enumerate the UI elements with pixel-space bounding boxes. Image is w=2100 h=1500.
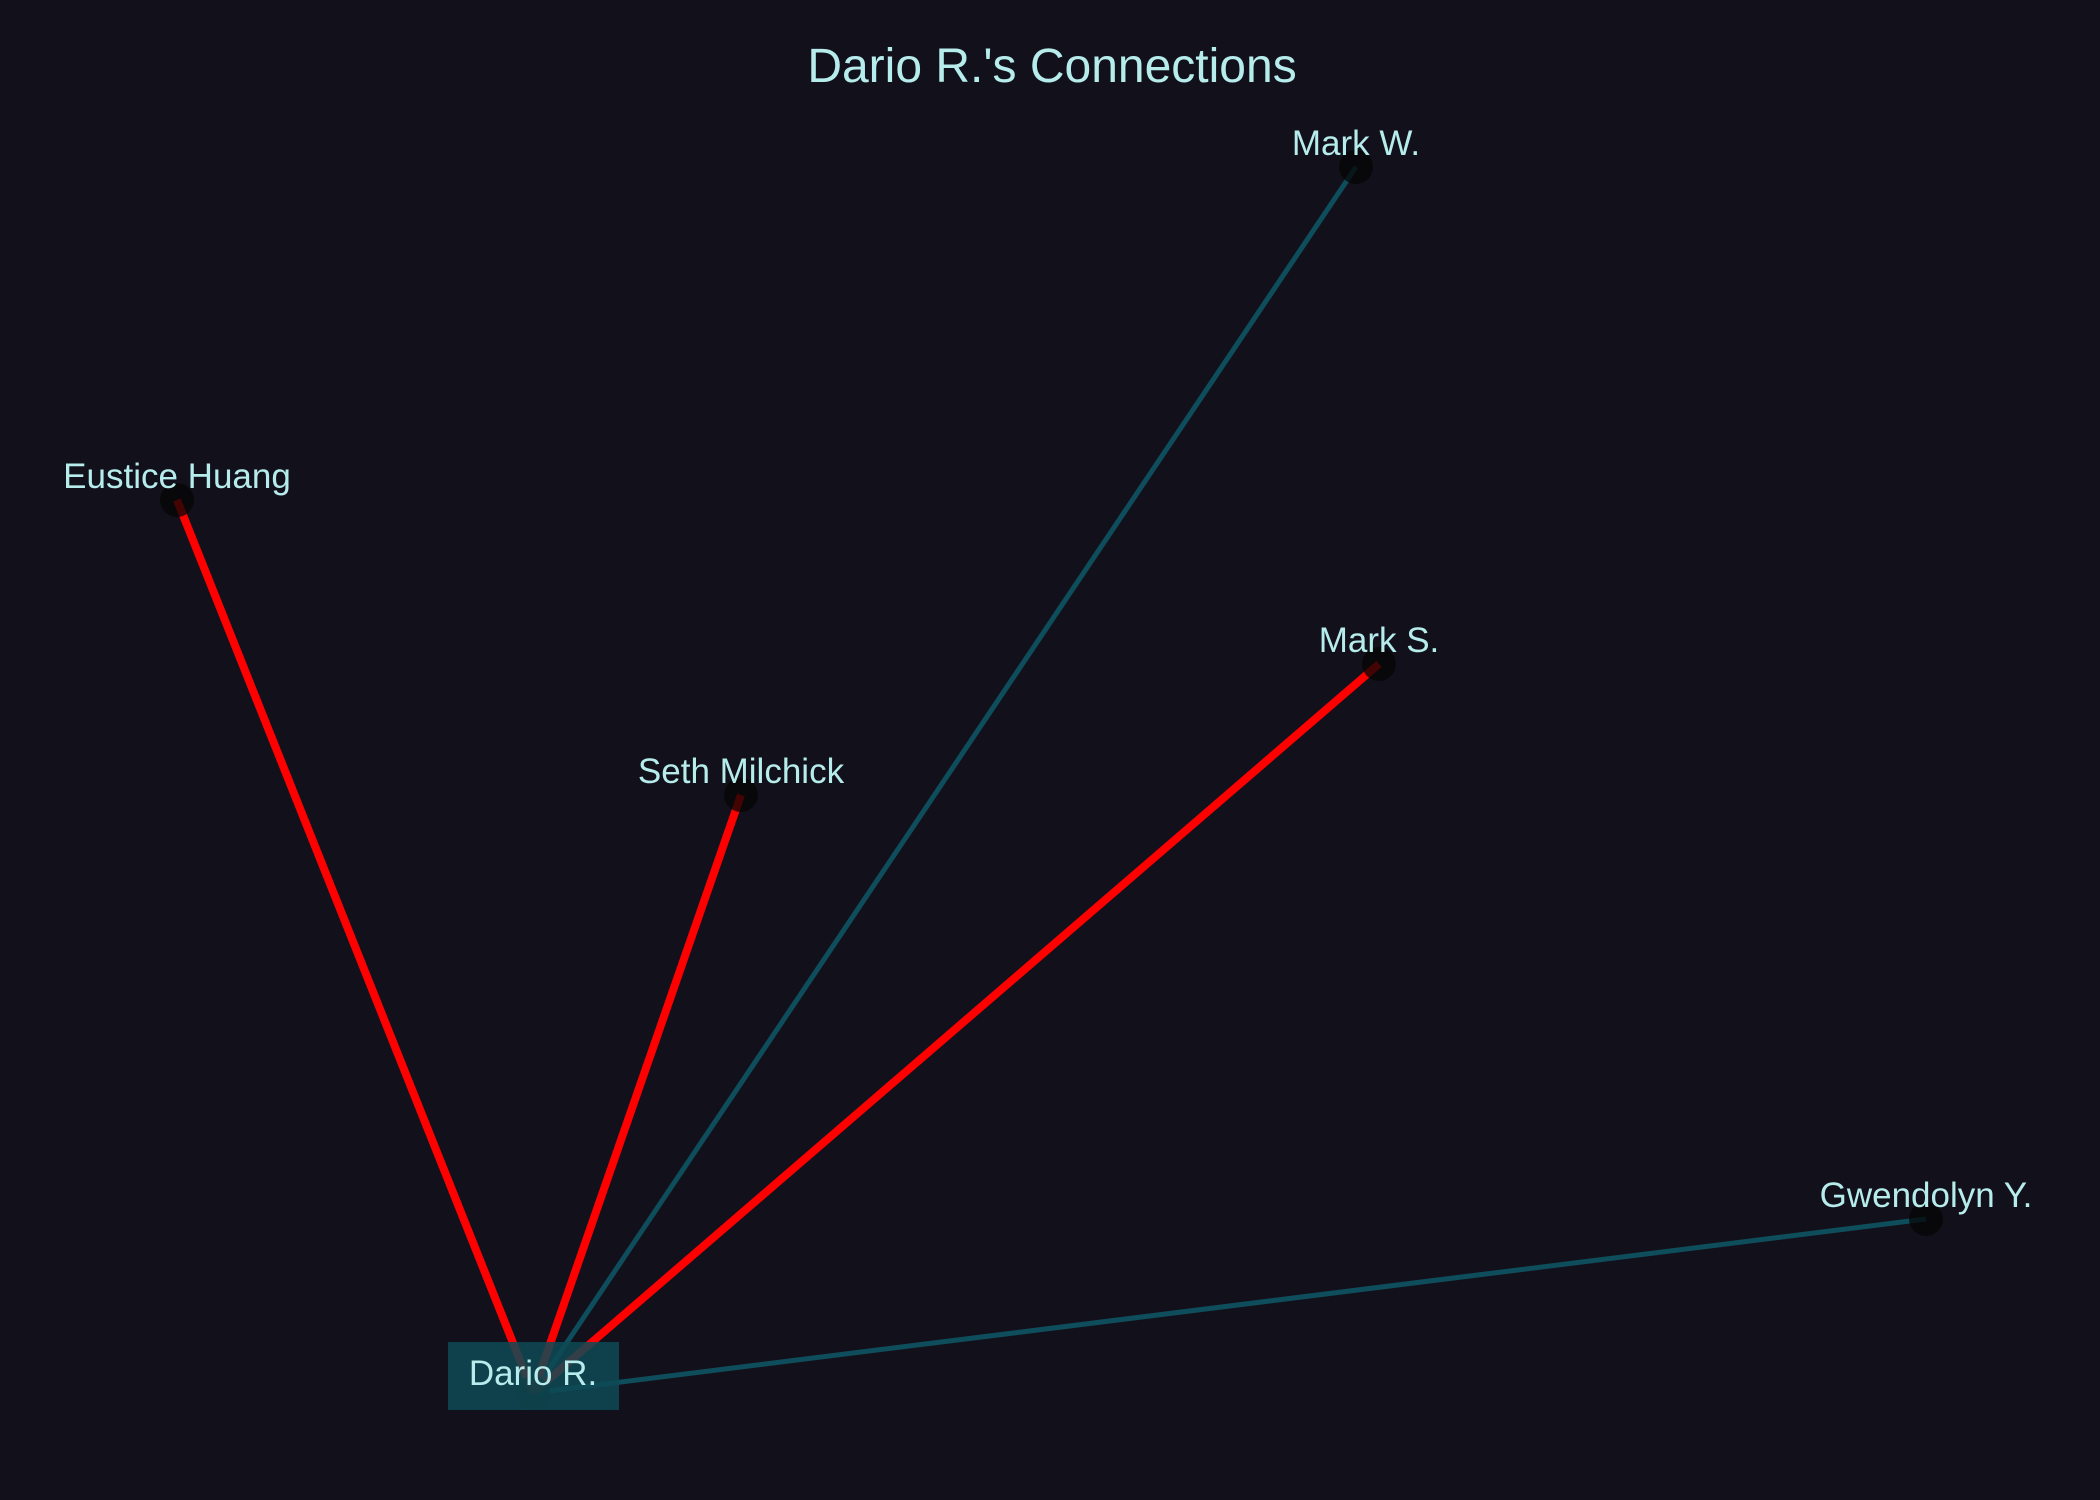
edge-gwendolyn-y: [532, 1216, 1927, 1396]
node-label-eustice-huang: Eustice Huang: [63, 457, 291, 496]
node-label-seth-milchick: Seth Milchick: [638, 752, 845, 791]
node-mark-w[interactable]: [1339, 150, 1373, 184]
edge-eustice-huang: [173, 498, 537, 1395]
node-label-mark-s: Mark S.: [1319, 621, 1440, 660]
node-gwendolyn-y[interactable]: [1909, 1202, 1943, 1236]
node-seth-milchick[interactable]: [724, 778, 758, 812]
node-mark-s[interactable]: [1362, 647, 1396, 681]
node-label-dario: Dario R.: [469, 1354, 597, 1393]
center-label-box: [448, 1342, 619, 1410]
node-label-mark-w: Mark W.: [1292, 124, 1420, 163]
edge-mark-w: [530, 165, 1359, 1395]
edge-seth-milchick: [529, 793, 745, 1395]
edges-layer: [173, 165, 1927, 1397]
diagram-title: Dario R.'s Connections: [807, 40, 1296, 93]
node-label-gwendolyn-y: Gwendolyn Y.: [1820, 1176, 2033, 1215]
edge-mark-s: [530, 660, 1382, 1397]
node-eustice-huang[interactable]: [160, 483, 194, 517]
